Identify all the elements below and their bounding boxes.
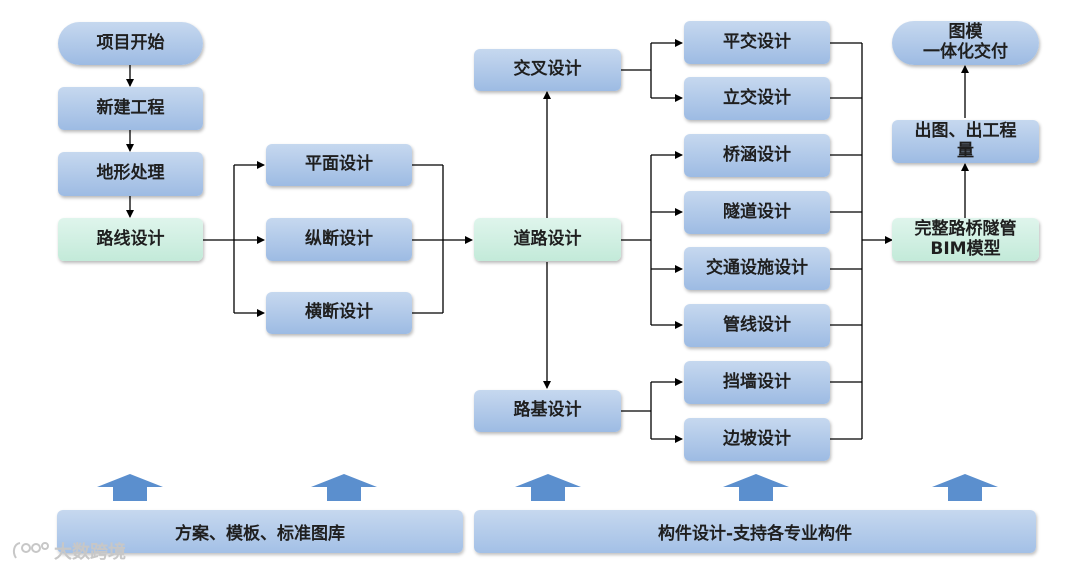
node-route: 路线设计 [58, 218, 203, 261]
node-bim-model-line1: 完整路桥隧管 [914, 218, 1017, 239]
bar-component-design: 构件设计-支持各专业构件 [474, 510, 1036, 553]
up-arrow-icon [723, 474, 789, 501]
watermark-text: 大数跨境 [54, 542, 126, 563]
node-new-project: 新建工程 [58, 87, 203, 130]
node-subgrade: 路基设计 [474, 390, 621, 432]
watermark: 大数跨境 [10, 538, 126, 564]
node-slope: 边坡设计 [684, 418, 830, 461]
node-road: 道路设计 [474, 218, 621, 261]
node-pipeline: 管线设计 [684, 304, 830, 347]
up-arrow-icon [515, 474, 581, 501]
node-drawing: 出图、出工程 量 [892, 120, 1039, 163]
up-arrow-icon [932, 474, 998, 501]
node-drawing-line2: 量 [957, 140, 974, 161]
node-cross-section: 横断设计 [266, 292, 412, 334]
node-drawing-line1: 出图、出工程 [914, 120, 1017, 141]
watermark-logo-icon [12, 542, 49, 559]
node-plane: 平面设计 [266, 144, 412, 186]
node-delivery-line2: 一体化交付 [923, 42, 1008, 62]
node-at-grade: 平交设计 [684, 21, 830, 64]
node-retaining-wall: 挡墙设计 [684, 361, 830, 404]
node-bridge-culvert: 桥涵设计 [684, 134, 830, 177]
node-terrain: 地形处理 [58, 152, 203, 196]
node-traffic-facility: 交通设施设计 [684, 247, 830, 290]
up-arrow-icon [311, 474, 377, 501]
node-bim-model-line2: BIM模型 [930, 238, 1001, 259]
node-delivery-line1: 图模 [948, 22, 983, 43]
up-arrow-icon [97, 474, 163, 501]
node-grade-separation: 立交设计 [684, 77, 830, 120]
node-bim-model: 完整路桥隧管 BIM模型 [892, 218, 1039, 261]
node-delivery: 图模 一体化交付 [892, 21, 1039, 65]
node-intersection: 交叉设计 [474, 49, 621, 91]
node-start: 项目开始 [58, 22, 203, 65]
node-profile: 纵断设计 [266, 218, 412, 261]
node-tunnel: 隧道设计 [684, 191, 830, 234]
bar-template-library: 方案、模板、标准图库 [57, 510, 463, 553]
